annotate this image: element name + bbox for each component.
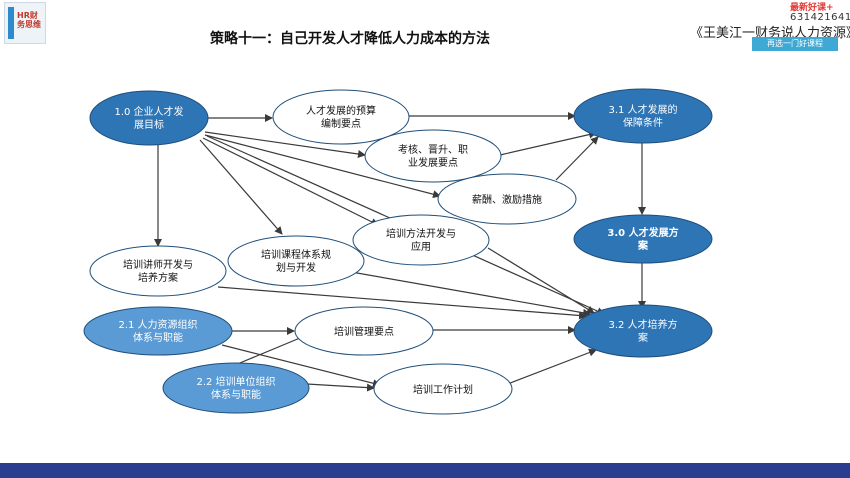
node-teacher-label-2: 培养方案	[138, 271, 178, 284]
node-1-0-label-2: 展目标	[134, 119, 164, 131]
node-2-2-label-1: 2.2 培训单位组织	[196, 375, 275, 388]
node-2-1-label-2: 体系与职能	[133, 331, 183, 344]
node-1-0-label-1: 1.0 企业人才发	[114, 105, 183, 118]
edge-21-plan	[221, 344, 381, 388]
node-teacher-label-1: 培训讲师开发与	[123, 258, 193, 271]
node-2-1-label-1: 2.1 人力资源组织	[118, 318, 197, 331]
node-2-2: 2.2 培训单位组织 体系与职能	[162, 362, 310, 414]
node-budget: 人才发展的预算 编制要点	[272, 89, 410, 145]
node-3-0-label-1: 3.0 人才发展方	[607, 226, 678, 239]
node-3-2-label-1: 3.2 人才培养方	[608, 318, 677, 331]
edge-10-pay	[204, 134, 441, 199]
node-plan-label-1: 培训工作计划	[413, 383, 473, 396]
node-pay-label-1: 薪酬、激励措施	[472, 193, 542, 206]
edge-plan-32	[504, 348, 597, 386]
edge-teacher-32	[217, 286, 587, 320]
node-3-2-label-2: 案	[638, 331, 648, 344]
node-budget-label-2: 编制要点	[321, 117, 361, 130]
node-budget-label-1: 人才发展的预算	[306, 104, 376, 117]
node-3-0: 3.0 人才发展方 案	[573, 214, 713, 264]
promo-tag: 最新好课+	[790, 3, 834, 13]
edge-10-method	[202, 137, 379, 226]
node-3-1-label-2: 保障条件	[623, 116, 663, 129]
node-plan: 培训工作计划	[373, 363, 513, 415]
node-evaluation-label-1: 考核、晋升、职	[398, 143, 468, 156]
logo-bar	[8, 7, 14, 39]
node-2-1: 2.1 人力资源组织 体系与职能	[83, 306, 233, 356]
node-evaluation-label-2: 业发展要点	[408, 156, 458, 169]
node-1-0: 1.0 企业人才发 展目标	[89, 90, 209, 146]
edge-eval-31	[499, 130, 597, 156]
node-3-1-label-1: 3.1 人才发展的	[608, 103, 677, 116]
node-teacher: 培训讲师开发与 培养方案	[89, 245, 227, 297]
logo-text: HR财务思维	[17, 11, 41, 29]
connectors	[154, 112, 646, 392]
node-method: 培训方法开发与 应用	[352, 214, 490, 266]
edge-10-eval	[204, 131, 366, 158]
promo-band: 再选一门好课程	[752, 37, 838, 51]
slide-title: 策略十一：自己开发人才降低人力成本的方法	[210, 31, 490, 47]
node-pay: 薪酬、激励措施	[437, 173, 577, 225]
edge-pay-31	[555, 136, 599, 181]
brand-logo: HR财务思维	[4, 2, 46, 44]
edge-course-32	[339, 269, 591, 317]
node-management-label-1: 培训管理要点	[334, 325, 394, 338]
node-evaluation: 考核、晋升、职 业发展要点	[364, 129, 502, 183]
bottom-bar	[0, 463, 850, 478]
edge-method-32	[487, 247, 595, 314]
node-method-label-2: 应用	[411, 240, 431, 253]
promo-number: 631421641	[790, 12, 850, 23]
node-2-2-label-2: 体系与职能	[211, 388, 261, 401]
node-course-label-2: 划与开发	[276, 261, 316, 274]
node-3-1: 3.1 人才发展的 保障条件	[573, 88, 713, 144]
node-method-label-1: 培训方法开发与	[386, 227, 456, 240]
node-course: 培训课程体系规 划与开发	[227, 235, 365, 287]
node-3-0-label-2: 案	[637, 239, 649, 252]
node-course-label-1: 培训课程体系规	[261, 248, 331, 261]
node-3-2: 3.2 人才培养方 案	[573, 304, 713, 358]
edge-10-course	[199, 139, 283, 235]
node-management: 培训管理要点	[294, 306, 434, 356]
